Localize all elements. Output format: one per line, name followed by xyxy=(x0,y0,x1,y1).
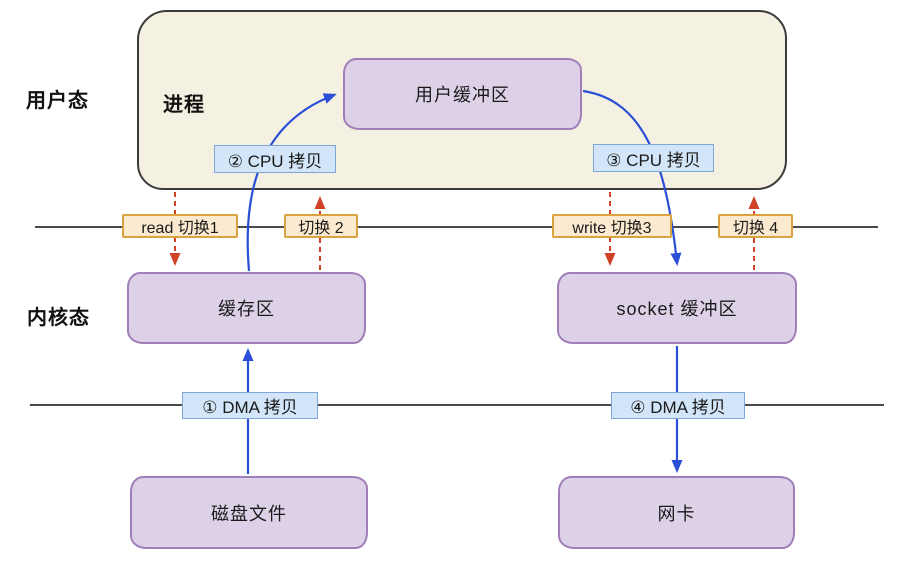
kernel-mode-label: 内核态 xyxy=(27,307,90,329)
disk-file-node: 磁盘文件 xyxy=(130,476,368,549)
nic-node: 网卡 xyxy=(558,476,795,549)
cpu-copy-3-label: ③ CPU 拷贝 xyxy=(593,144,714,172)
dma-copy-1-label: ① DMA 拷贝 xyxy=(182,392,318,419)
switch-3-label: write 切换3 xyxy=(552,214,672,238)
switch-4-label: 切换 4 xyxy=(718,214,793,238)
process-label: 进程 xyxy=(163,94,205,116)
switch-2-label: 切换 2 xyxy=(284,214,358,238)
dma-copy-4-label: ④ DMA 拷贝 xyxy=(611,392,745,419)
kernel-buffer-node: 缓存区 xyxy=(127,272,366,344)
socket-buffer-node: socket 缓冲区 xyxy=(557,272,797,344)
switch-1-label: read 切换1 xyxy=(122,214,238,238)
user-buffer-node: 用户缓冲区 xyxy=(343,58,582,130)
cpu-copy-2-label: ② CPU 拷贝 xyxy=(214,145,336,173)
user-mode-label: 用户态 xyxy=(26,90,89,112)
